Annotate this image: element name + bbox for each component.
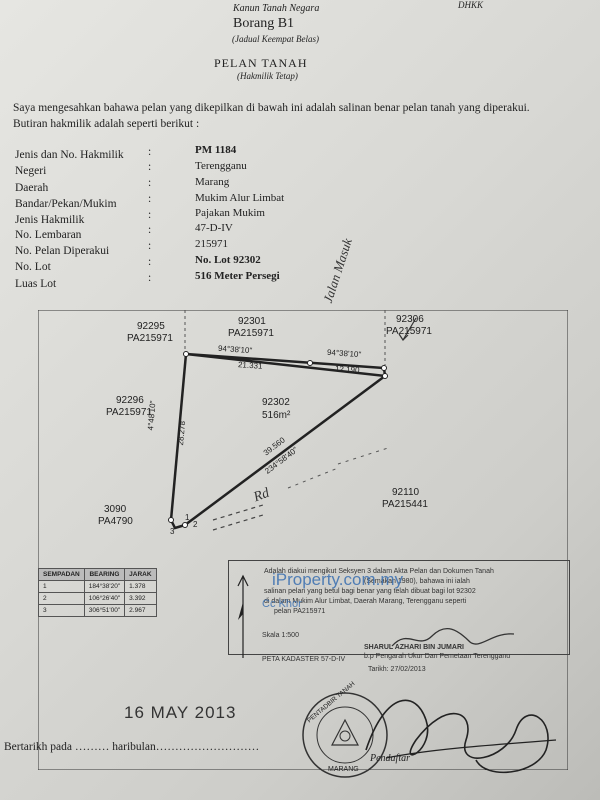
detail-colon: :	[148, 161, 152, 173]
boundary-mark	[168, 517, 174, 523]
detail-colon: :	[148, 272, 152, 284]
boundary-mark	[183, 351, 189, 357]
lot-boundary-top	[185, 352, 387, 378]
boundary-mark	[182, 522, 188, 528]
detail-label: Luas Lot	[15, 278, 57, 290]
detail-colon: :	[148, 193, 152, 205]
borang-title: Borang B1	[233, 16, 295, 31]
detail-label: No. Lembaran	[15, 229, 82, 241]
detail-label: No. Pelan Diperakui	[15, 245, 110, 257]
detail-value: 47-D-IV	[195, 222, 233, 234]
officer-name: SHARUL AZHARI BIN JUMARI	[364, 644, 464, 651]
detail-value: 215971	[195, 238, 228, 250]
date-stamp: 16 MAY 2013	[124, 703, 237, 722]
detail-label: Daerah	[15, 182, 49, 194]
detail-colon: :	[148, 240, 152, 252]
detail-colon: :	[148, 177, 152, 189]
pendaftar-label: Pendaftar	[370, 753, 410, 764]
lot-number: 92110	[392, 487, 420, 498]
detail-label: Jenis dan No. Hakmilik	[15, 149, 124, 161]
road-line	[212, 504, 264, 521]
table-header: SEMPADAN	[38, 568, 85, 581]
boundary-mark	[382, 373, 388, 379]
detail-colon: :	[148, 209, 152, 221]
bearing-table: SEMPADAN BEARING JARAK 1 184°38'20" 1.37…	[38, 568, 157, 617]
lot-number: 3090	[104, 504, 127, 515]
detail-colon: :	[148, 146, 152, 158]
road-line	[212, 514, 264, 531]
detail-label: Bandar/Pekan/Mukim	[15, 198, 117, 210]
station-label: 1	[185, 513, 190, 522]
lot-plan-ref: PA215971	[386, 326, 432, 337]
pendaftar-signature-icon	[365, 699, 557, 774]
table-row: 1 184°38'20" 1.378	[38, 580, 157, 593]
pelan-tanah-title: PELAN TANAH	[214, 56, 308, 70]
jadual-subtitle: (Jadual Keempat Belas)	[232, 34, 319, 44]
lot-number: 92306	[396, 314, 424, 325]
certificate-line: Adalah diakui mengikut Seksyen 3 dalam A…	[264, 568, 494, 575]
table-header: JARAK	[124, 568, 157, 581]
road-line	[287, 467, 339, 489]
certificate-date: Tarikh: 27/02/2013	[368, 666, 426, 673]
seal-text-bottom: MARANG	[328, 766, 359, 773]
lot-boundary-left	[169, 353, 188, 521]
lot-plan-ref: PA215971	[127, 333, 173, 344]
certificate-line: di dalam Mukim Alur Limbat, Daerah Maran…	[264, 598, 467, 605]
lot-plan-ref: PA215441	[382, 499, 428, 510]
certificate-box	[228, 560, 570, 655]
detail-colon: :	[148, 224, 152, 236]
distance-label: 21.331	[237, 360, 263, 371]
road-line	[337, 447, 389, 465]
scale-label: Skala 1:500	[262, 632, 299, 639]
certificate-line: salinan pelan yang betul bagi benar yang…	[264, 588, 476, 595]
hakmilik-tetap-subtitle: (Hakmilik Tetap)	[237, 71, 298, 81]
intro-line-2: Butiran hakmilik adalah seperti berikut …	[13, 118, 200, 130]
land-office-seal-icon	[302, 692, 388, 778]
distance-label: 12.190	[334, 364, 360, 375]
dhkk-code: DHKK	[458, 0, 484, 10]
handwritten-jalan-masuk: Jalan Masuk	[320, 236, 355, 305]
detail-value: Marang	[195, 176, 230, 188]
watermark-site: iProperty.com.my	[272, 570, 403, 589]
detail-value: PM 1184	[195, 144, 237, 156]
certificate-line: pelan PA215971	[274, 608, 326, 615]
table-header: BEARING	[83, 568, 126, 581]
officer-signature-icon	[391, 627, 515, 647]
lot-boundary-diagonal	[184, 374, 386, 527]
handwritten-arrow	[402, 317, 417, 341]
station-label: 2	[193, 520, 198, 529]
watermark-agent: Cc Khor	[262, 598, 302, 610]
lot-number: 92295	[137, 321, 165, 332]
detail-value: Terengganu	[195, 160, 247, 172]
detail-colon: :	[148, 256, 152, 268]
detail-value: Pajakan Mukim	[195, 207, 265, 219]
lot-number-main: 92302	[262, 397, 290, 408]
detail-label: Negeri	[15, 165, 47, 177]
detail-value: 516 Meter Persegi	[195, 270, 280, 282]
table-row: 2 106°26'40" 3.392	[38, 592, 157, 605]
lot-plan-ref: PA215971	[106, 407, 152, 418]
kanun-title: Kanun Tanah Negara	[233, 3, 320, 14]
intro-line-1: Saya mengesahkan bahawa pelan yang dikep…	[13, 102, 530, 114]
lot-plan-ref: PA4790	[98, 516, 133, 527]
boundary-mark	[307, 360, 313, 366]
station-label: 3	[170, 527, 175, 536]
lot-plan-ref: PA215971	[228, 328, 274, 339]
boundary-mark	[381, 365, 387, 371]
north-arrow-icon	[237, 574, 249, 658]
lot-number: 92296	[116, 395, 144, 406]
lot-number: 92301	[238, 316, 266, 327]
officer-title: b.p Pengarah Ukur Dan Pemetaan Terenggan…	[364, 653, 511, 660]
detail-value: No. Lot 92302	[195, 254, 261, 266]
detail-label: No. Lot	[15, 261, 51, 273]
land-plan-drawing	[38, 310, 568, 770]
table-row: 3 306°51'00" 2.967	[38, 604, 157, 617]
certificate-semakan: (Semakan 1980), bahawa ini ialah	[364, 578, 470, 585]
bertarikh-line: Bertarikh pada ……… haribulan………………………	[4, 741, 260, 753]
lot-area: 516m²	[262, 410, 291, 421]
detail-label: Jenis Hakmilik	[15, 214, 85, 226]
detail-value: Mukim Alur Limbat	[195, 192, 285, 204]
kadaster-label: PETA KADASTER 57-D-IV	[262, 656, 346, 663]
